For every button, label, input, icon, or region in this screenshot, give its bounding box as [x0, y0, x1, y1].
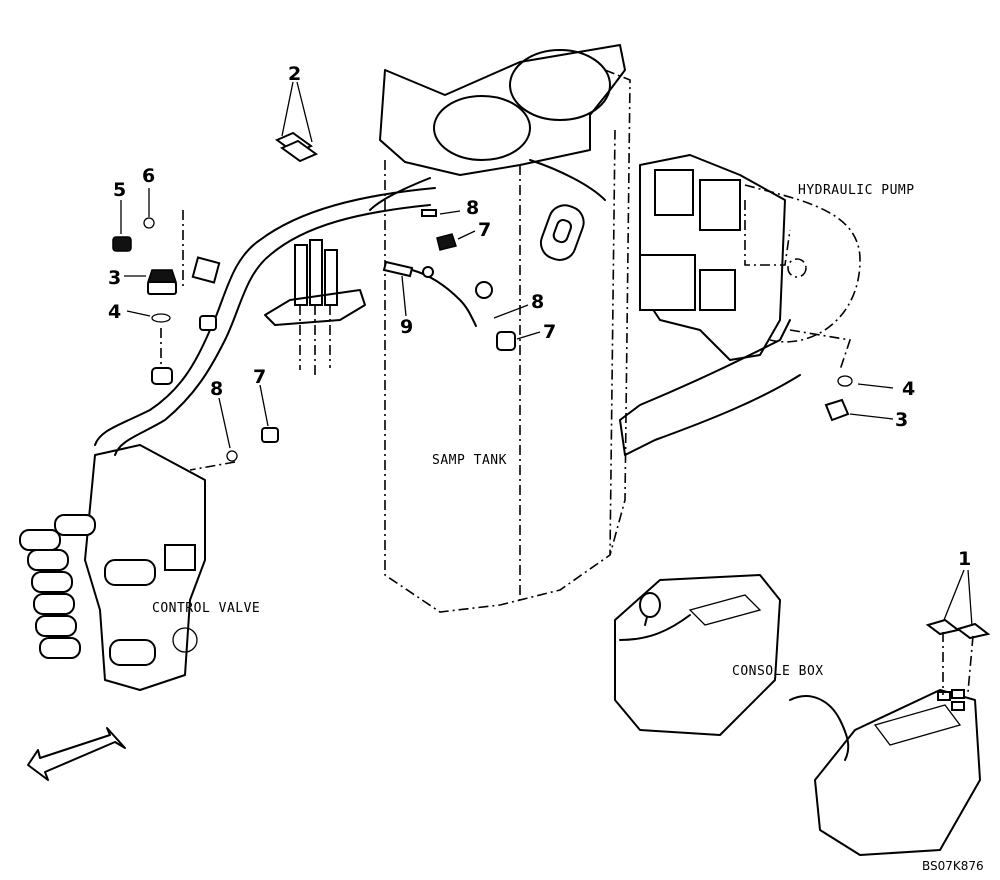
callout-8-left: 8 [210, 378, 223, 400]
pipe-tank-to-pump [619, 319, 791, 421]
label-console-box: CONSOLE BOX [732, 664, 824, 679]
callout-8-top: 8 [466, 197, 479, 219]
plug-7-mid [496, 331, 516, 351]
label-samp-tank: SAMP TANK [432, 453, 507, 468]
callout-7-mid: 7 [543, 321, 556, 343]
callout-3-left: 3 [108, 267, 121, 289]
label-hydraulic-pump: HYDRAULIC PUMP [798, 183, 915, 198]
elbow-left [151, 367, 173, 385]
callout-8-mid: 8 [531, 291, 544, 313]
hydraulic-pump [639, 154, 861, 371]
sump-tank [369, 44, 631, 613]
callout-9: 9 [400, 316, 413, 338]
callout-5: 5 [113, 179, 126, 201]
decal-1a [925, 618, 961, 636]
callout-2: 2 [288, 63, 301, 85]
callout-1: 1 [958, 548, 971, 570]
oring-4-left [151, 313, 171, 323]
control-valve [19, 444, 206, 691]
callout-4-right: 4 [902, 378, 915, 400]
sensor-9 [382, 260, 477, 327]
oring-6 [143, 217, 155, 229]
oring-4-right [837, 375, 853, 387]
plug-7-top [436, 233, 457, 251]
console-box-left [614, 574, 781, 736]
leader-lines [120, 81, 974, 695]
console-box-right [789, 689, 981, 856]
pilot-filter [264, 239, 366, 375]
oring-8-mid [475, 281, 493, 299]
plug-8-top [421, 209, 437, 217]
oring-8-left [226, 450, 238, 462]
plug-3-right [824, 398, 850, 422]
front-direction-arrow [27, 727, 126, 781]
drawing-reference: BS07K876 [922, 859, 984, 873]
label-control-valve: CONTROL VALVE [152, 601, 260, 616]
decal-1b [955, 622, 991, 640]
callout-7-top: 7 [478, 219, 491, 241]
plug-7-left [261, 427, 279, 443]
plug-5 [112, 236, 132, 252]
callout-6: 6 [142, 165, 155, 187]
callout-4-left: 4 [108, 301, 121, 323]
callout-7-left: 7 [253, 366, 266, 388]
plug-3-left [146, 269, 178, 295]
callout-3-right: 3 [895, 409, 908, 431]
